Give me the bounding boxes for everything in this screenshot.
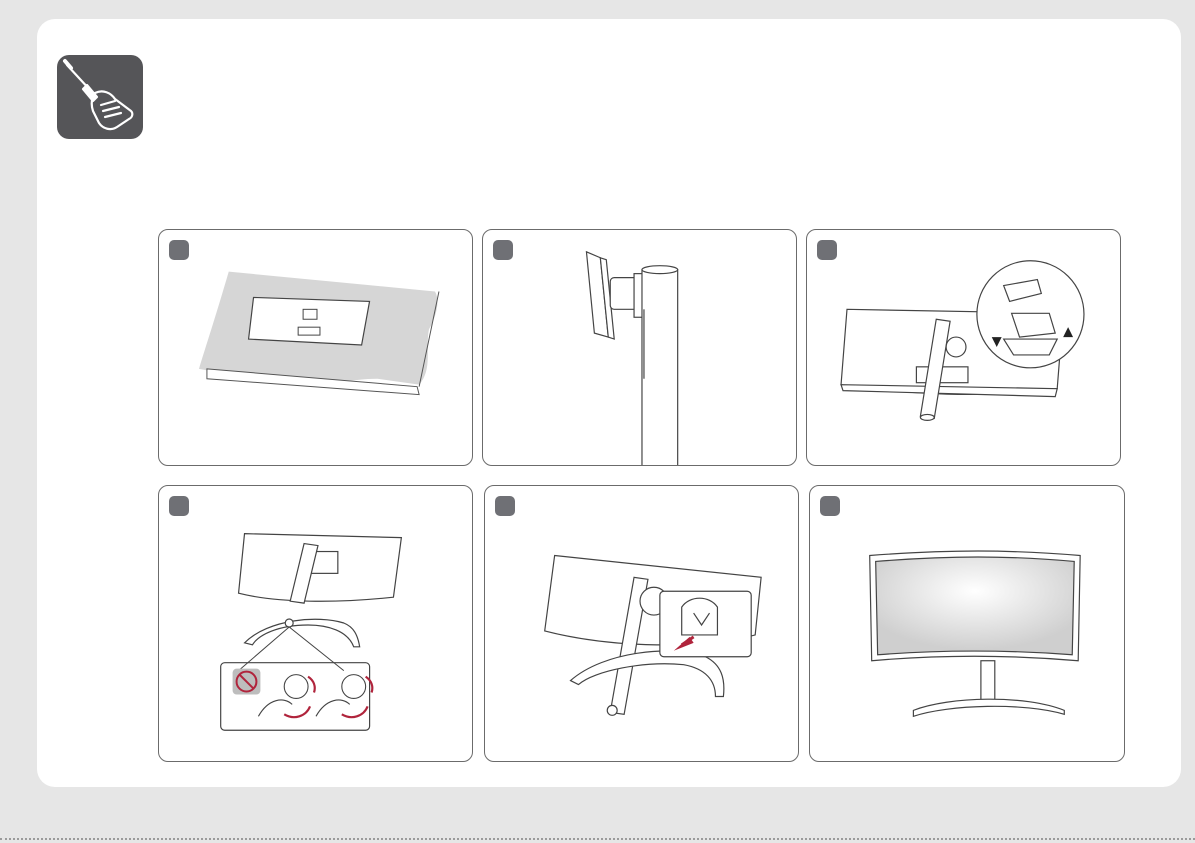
stand-side-view-illustration: [483, 230, 796, 465]
attach-base-illustration: [159, 486, 472, 761]
step-4-panel: [158, 485, 473, 762]
attach-stand-illustration: [807, 230, 1120, 465]
press-base-illustration: [485, 486, 798, 761]
screwdriver-hand-icon: [57, 55, 143, 139]
step-1-panel: [158, 229, 473, 466]
step-3-panel: [806, 229, 1121, 466]
step-6-panel: [809, 485, 1125, 762]
step-5-panel: [484, 485, 799, 762]
monitor-face-down-illustration: [159, 230, 472, 465]
step-2-panel: [482, 229, 797, 466]
assembled-monitor-illustration: [810, 486, 1124, 761]
page-edge-dots: [0, 838, 1195, 840]
